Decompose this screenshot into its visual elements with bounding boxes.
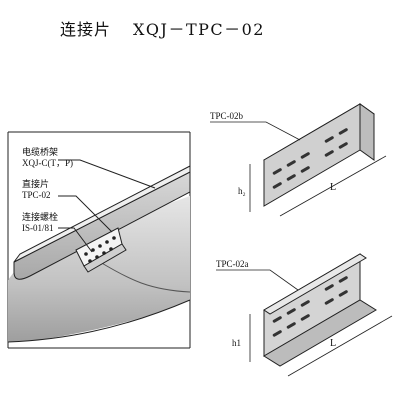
tray-side-wall bbox=[13, 171, 191, 280]
leader-line-tpc02b bbox=[210, 121, 301, 141]
bolt-hole bbox=[109, 247, 113, 251]
slot bbox=[272, 168, 282, 175]
plate-tpc02b-face bbox=[263, 103, 361, 207]
leader-line-tpc02a bbox=[216, 269, 299, 291]
label-h1: h1 bbox=[232, 338, 241, 348]
label-length-b: L bbox=[330, 182, 336, 193]
label-length-a: L bbox=[330, 338, 336, 349]
slot bbox=[286, 322, 296, 329]
slot bbox=[272, 316, 282, 323]
bolt-hole bbox=[102, 251, 106, 255]
bolt-hole bbox=[88, 259, 92, 263]
plate-tpc02b-slots bbox=[272, 128, 348, 189]
slot bbox=[324, 150, 334, 157]
tray-top-flange bbox=[13, 165, 191, 263]
label-tray-model: XQJ-C(T，P) bbox=[22, 158, 73, 168]
leader-line-tray bbox=[58, 159, 156, 189]
plate-tpc02a-top bbox=[263, 253, 367, 315]
plate-tpc02a-foot bbox=[263, 299, 377, 367]
bolt-hole bbox=[98, 244, 102, 248]
slot bbox=[300, 152, 310, 159]
title-chinese: 连接片 bbox=[60, 20, 112, 39]
slot bbox=[338, 142, 348, 149]
label-tpc02b: TPC-02b bbox=[210, 111, 244, 121]
tray-assembly-view bbox=[7, 131, 191, 349]
slot bbox=[286, 160, 296, 167]
slot bbox=[300, 314, 310, 321]
slot bbox=[338, 128, 348, 135]
bolt-hole bbox=[105, 240, 109, 244]
slot bbox=[272, 330, 282, 337]
plate-tpc02b-edge bbox=[359, 103, 375, 161]
dim-line-length-a bbox=[287, 315, 393, 377]
bolt-hole bbox=[112, 236, 116, 240]
slot bbox=[324, 136, 334, 143]
label-bolt-model: IS-01/81 bbox=[22, 223, 54, 233]
plate-tpc02b-view bbox=[210, 103, 387, 217]
bolt-holes bbox=[84, 236, 116, 263]
label-plate-model: TPC-02 bbox=[22, 190, 51, 200]
title-model: XQJ－TPC－02 bbox=[133, 20, 265, 39]
plate-tpc02a-slots bbox=[272, 276, 348, 337]
label-plate-name: 直接片 bbox=[22, 178, 49, 189]
bolt-hole bbox=[84, 252, 88, 256]
slot bbox=[324, 298, 334, 305]
label-tray-name: 电缆桥架 bbox=[22, 146, 58, 157]
slot bbox=[286, 308, 296, 315]
tray-assembly-labels: 电缆桥架 XQJ-C(T，P) 直接片 TPC-02 连接螺栓 IS-01/81 bbox=[22, 146, 73, 233]
bolt-hole bbox=[95, 255, 99, 259]
label-bolt-name: 连接螺栓 bbox=[22, 211, 58, 222]
slot bbox=[338, 290, 348, 297]
tray-inner-curve bbox=[99, 261, 191, 293]
dim-line-length-b bbox=[279, 155, 387, 217]
slot bbox=[272, 182, 282, 189]
label-h2: h₂ bbox=[238, 186, 246, 196]
tray-bottom-surface bbox=[8, 196, 190, 342]
bolt-hole bbox=[91, 248, 95, 252]
joint-plate-flange bbox=[83, 243, 127, 273]
slot bbox=[300, 300, 310, 307]
label-tpc02a: TPC-02a bbox=[216, 259, 249, 269]
leader-line-plate bbox=[58, 195, 113, 233]
leader-line-bolt bbox=[58, 227, 93, 253]
slot bbox=[300, 166, 310, 173]
page-title: 连接片 XQJ－TPC－02 bbox=[60, 16, 265, 40]
slot bbox=[338, 276, 348, 283]
slot bbox=[324, 284, 334, 291]
tray-rim-curve bbox=[7, 299, 191, 343]
plate-tpc02a-view bbox=[216, 253, 393, 377]
slot bbox=[286, 174, 296, 181]
